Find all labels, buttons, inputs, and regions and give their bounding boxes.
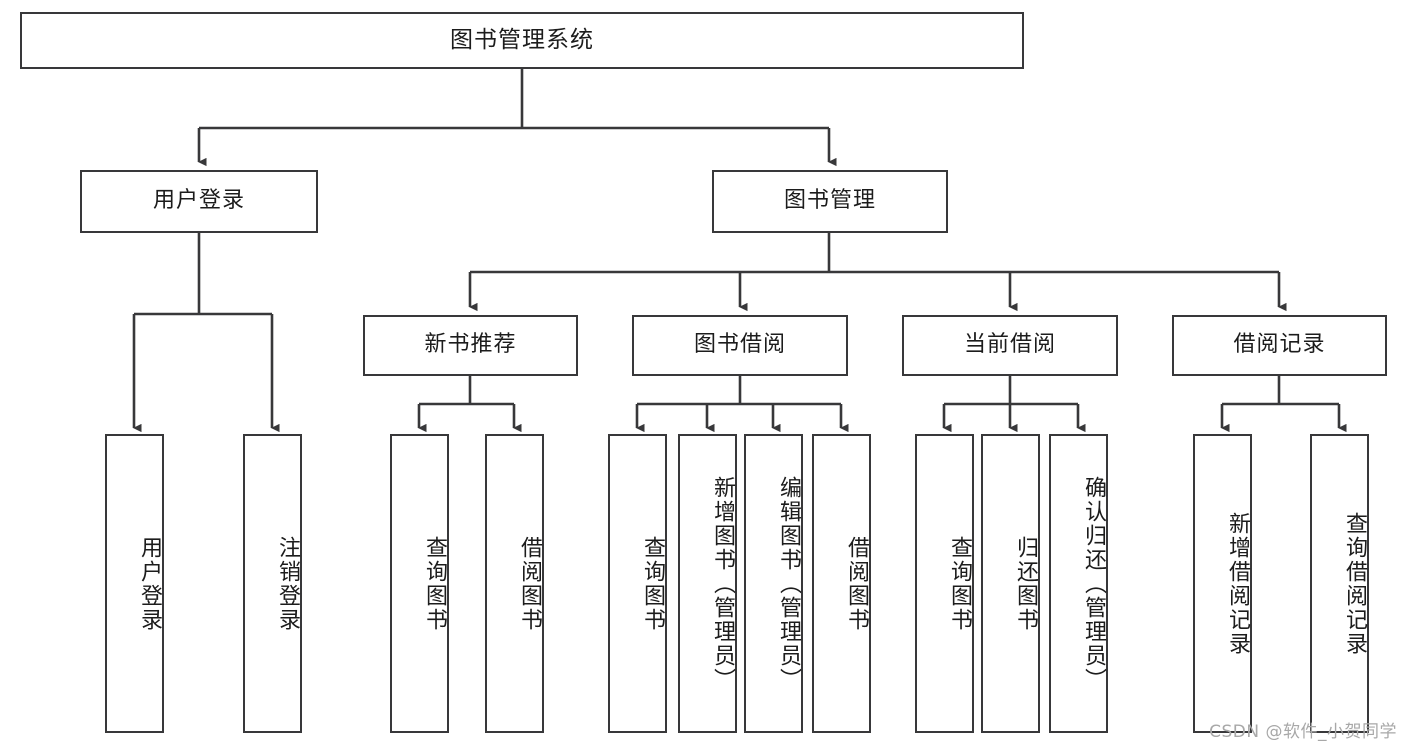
- node-label: 查询借阅记录: [1342, 511, 1367, 656]
- node-root-book-management-system[interactable]: 图书管理系统: [20, 12, 1024, 69]
- node-label: 注销登录: [275, 535, 300, 632]
- leaf-book-borrow-query[interactable]: 查询图书: [608, 434, 667, 733]
- node-label: 归还图书: [1013, 535, 1038, 632]
- leaf-new-book-borrow[interactable]: 借阅图书: [485, 434, 544, 733]
- leaf-book-borrow-edit[interactable]: 编辑图书（管理员）: [744, 434, 803, 733]
- node-label: 用户登录: [137, 535, 162, 632]
- node-label: 当前借阅: [963, 332, 1056, 358]
- node-label: 借阅记录: [1233, 332, 1326, 358]
- watermark: CSDN @软件_小贺同学: [1209, 722, 1397, 742]
- node-borrow-record[interactable]: 借阅记录: [1172, 315, 1387, 376]
- node-label: 确认归还（管理员）: [1081, 475, 1106, 692]
- node-new-book-recommend[interactable]: 新书推荐: [363, 315, 578, 376]
- node-label: 借阅图书: [517, 535, 542, 632]
- leaf-current-borrow-confirm-return[interactable]: 确认归还（管理员）: [1049, 434, 1108, 733]
- leaf-current-borrow-return[interactable]: 归还图书: [981, 434, 1040, 733]
- node-label: 编辑图书（管理员）: [776, 475, 801, 692]
- node-user-login[interactable]: 用户登录: [80, 170, 318, 233]
- leaf-borrow-record-add[interactable]: 新增借阅记录: [1193, 434, 1252, 733]
- node-label: 新增借阅记录: [1225, 511, 1250, 656]
- node-label: 查询图书: [422, 535, 447, 632]
- leaf-user-login-logout[interactable]: 注销登录: [243, 434, 302, 733]
- leaf-book-borrow-add[interactable]: 新增图书（管理员）: [678, 434, 737, 733]
- node-label: 图书管理: [783, 188, 876, 214]
- node-label: 查询图书: [947, 535, 972, 632]
- leaf-borrow-record-query[interactable]: 查询借阅记录: [1310, 434, 1369, 733]
- node-label: 用户登录: [152, 188, 245, 214]
- leaf-current-borrow-query[interactable]: 查询图书: [915, 434, 974, 733]
- leaf-book-borrow-borrow[interactable]: 借阅图书: [812, 434, 871, 733]
- node-current-borrow[interactable]: 当前借阅: [902, 315, 1118, 376]
- leaf-user-login-login[interactable]: 用户登录: [105, 434, 164, 733]
- node-label: 借阅图书: [844, 535, 869, 632]
- node-label: 新书推荐: [424, 332, 517, 358]
- node-label: 图书借阅: [693, 332, 786, 358]
- node-label: 新增图书（管理员）: [710, 475, 735, 692]
- node-book-borrow[interactable]: 图书借阅: [632, 315, 848, 376]
- node-book-management[interactable]: 图书管理: [712, 170, 948, 233]
- leaf-new-book-query[interactable]: 查询图书: [390, 434, 449, 733]
- node-label: 查询图书: [640, 535, 665, 632]
- node-label: 图书管理系统: [450, 26, 594, 53]
